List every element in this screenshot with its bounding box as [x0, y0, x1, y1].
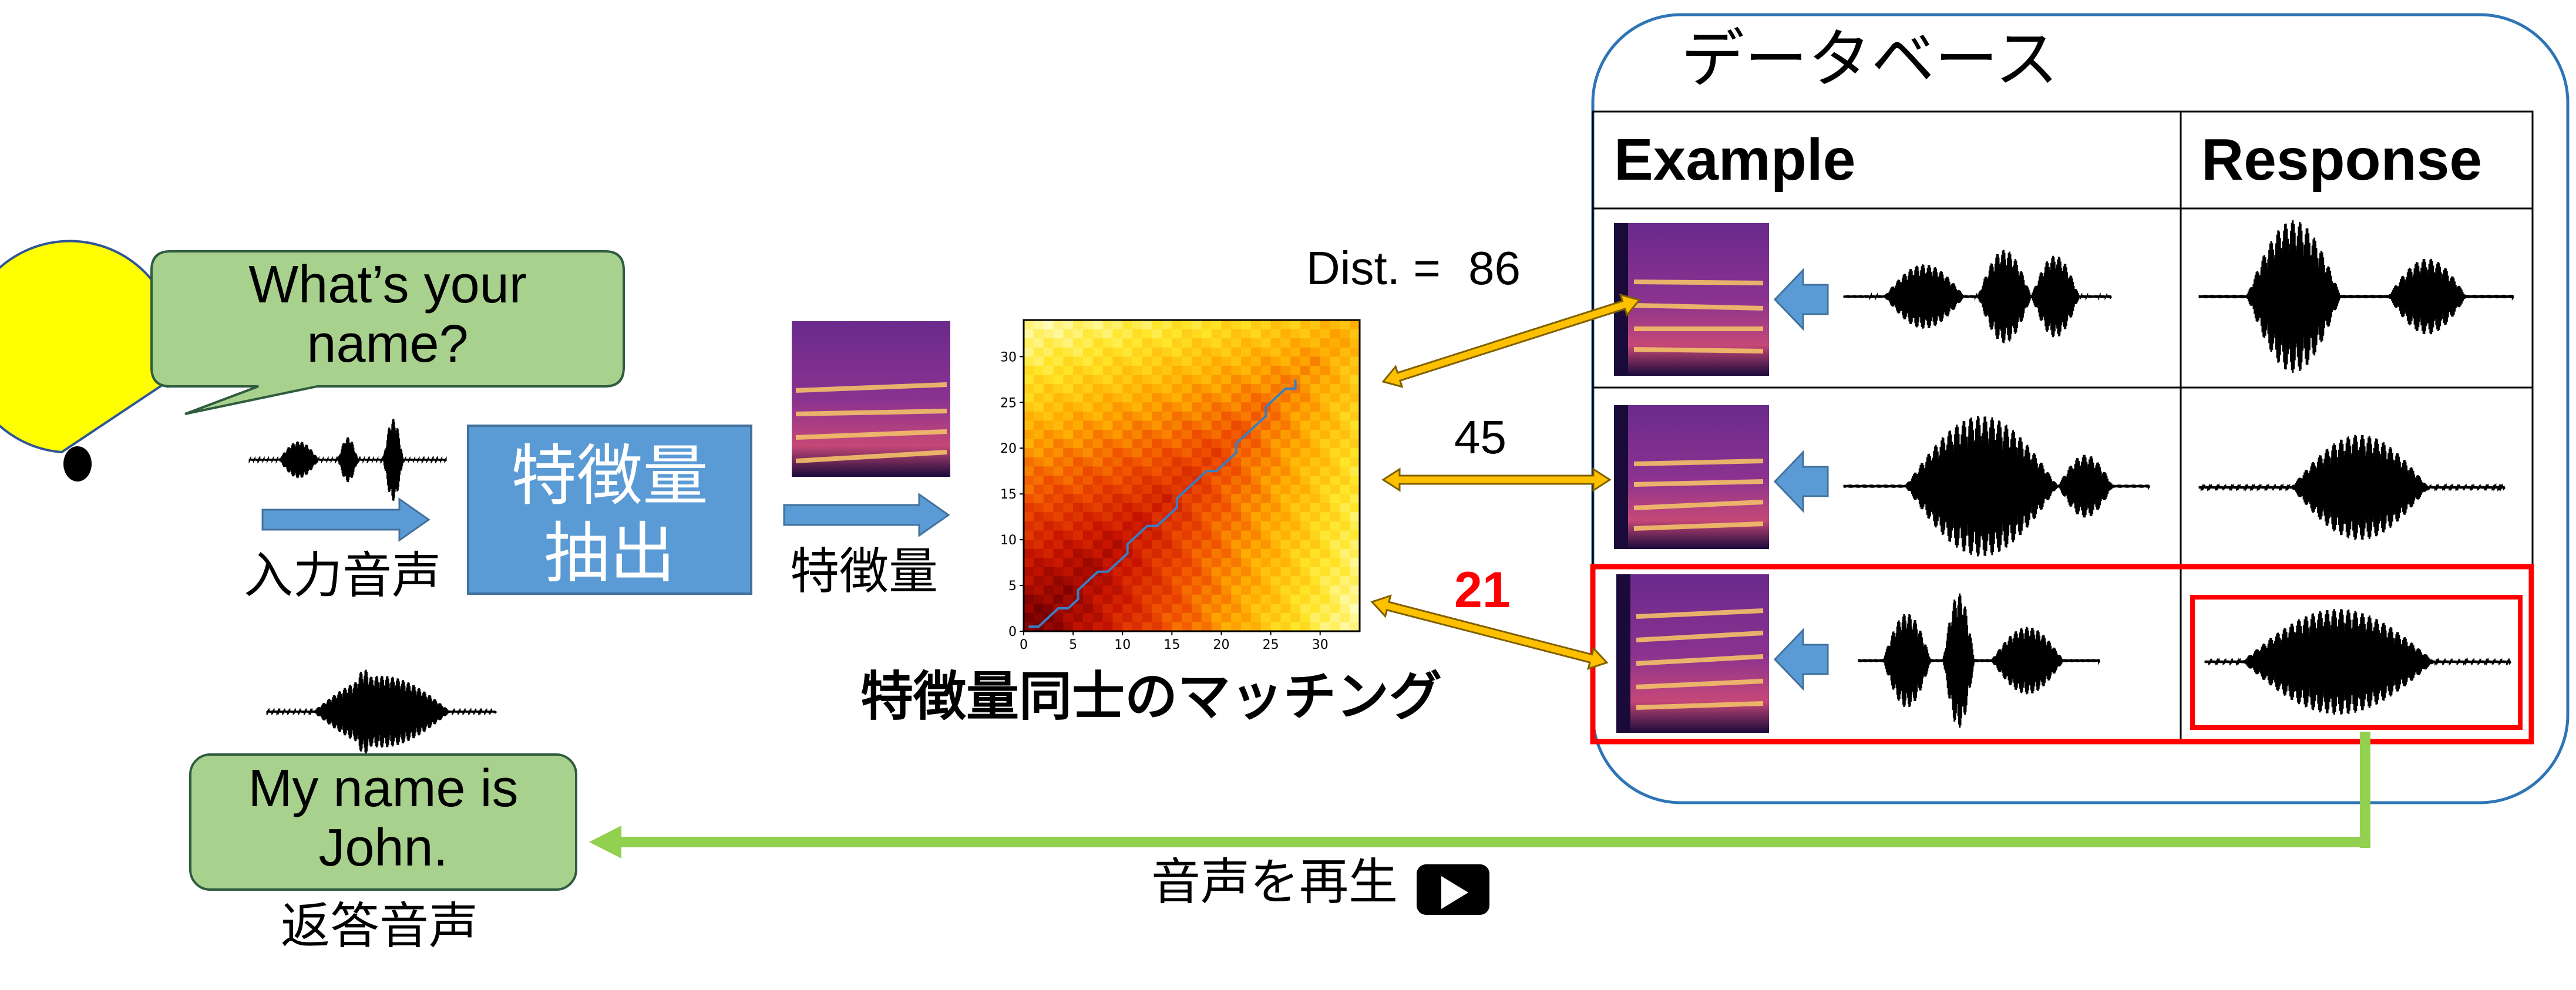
dtw-frame — [1023, 319, 1361, 632]
distance-value-3: 21 — [1454, 562, 1511, 618]
input-speech-bubble — [150, 250, 625, 415]
distance-arrow-3 — [1370, 594, 1609, 671]
dtw-y-tick-label: 30 — [1000, 350, 1017, 365]
column-header-response: Response — [2201, 127, 2482, 193]
feature-spectrogram — [792, 321, 950, 477]
return-arrow — [589, 732, 2370, 858]
response-highlight — [2190, 595, 2523, 730]
input-audio-label: 入力音声 — [244, 547, 442, 604]
db-arrow-2 — [1773, 450, 1829, 513]
feature-extraction-label: 特徴量抽出 — [511, 438, 708, 592]
dtw-x-tick-label: 10 — [1114, 638, 1131, 652]
feature-extraction-box — [467, 425, 752, 595]
matching-caption: 特徴量同士のマッチング — [860, 666, 1442, 728]
db-response-waveform-3 — [2204, 608, 2512, 715]
input-arrow — [261, 497, 431, 542]
output-waveform-icon — [266, 669, 497, 754]
database-title: データベース — [1681, 23, 2059, 96]
db-spectrogram-3 — [1616, 574, 1769, 733]
dtw-warping-path — [1028, 379, 1297, 628]
dtw-y-tick-label: 20 — [1000, 442, 1017, 456]
dtw-y-tick-label: 5 — [1008, 579, 1017, 594]
distance-value-1: 86 — [1468, 242, 1521, 294]
play-icon[interactable] — [1417, 864, 1489, 915]
distance-label: Dist. = — [1306, 242, 1441, 294]
input-speech-text: What’s your name? — [248, 255, 527, 373]
dtw-y-tick-label: 0 — [1008, 625, 1017, 639]
db-example-waveform-2 — [1843, 416, 2151, 557]
db-example-waveform-3 — [1858, 593, 2101, 728]
input-waveform-icon — [248, 419, 447, 501]
output-speech-text: My name is John. — [248, 759, 519, 877]
db-spectrogram-2 — [1614, 405, 1769, 549]
dtw-y-tick-label: 10 — [1000, 533, 1017, 548]
distance-arrow-2 — [1381, 467, 1612, 492]
db-response-waveform-2 — [2198, 435, 2506, 540]
features-label: 特徴量 — [790, 543, 939, 600]
pacman-icon — [0, 240, 177, 454]
dtw-x-tick-label: 15 — [1163, 638, 1180, 652]
dtw-x-tick-label: 20 — [1213, 638, 1229, 652]
distance-value-2: 45 — [1454, 411, 1506, 463]
playback-label: 音声を再生 — [1151, 853, 1398, 911]
output-audio-label: 返答音声 — [281, 897, 479, 955]
dtw-x-tick-label: 30 — [1312, 638, 1329, 652]
db-arrow-1 — [1773, 268, 1829, 331]
dtw-x-tick-label: 0 — [1020, 638, 1028, 652]
column-header-example: Example — [1614, 127, 1856, 193]
dtw-y-tick-label: 25 — [1000, 396, 1017, 410]
output-speech-bubble — [189, 753, 577, 891]
dtw-y-tick-label: 15 — [1000, 487, 1017, 502]
distance-arrow-1 — [1381, 293, 1641, 388]
db-arrow-3 — [1773, 628, 1829, 691]
dtw-x-tick-label: 25 — [1263, 638, 1279, 652]
pacman-eye — [63, 446, 92, 481]
dtw-cost-matrix — [1024, 320, 1360, 632]
dtw-x-tick-label: 5 — [1069, 638, 1077, 652]
db-response-waveform-1 — [2198, 220, 2515, 373]
db-example-waveform-1 — [1843, 250, 2113, 344]
feature-arrow — [783, 493, 950, 537]
